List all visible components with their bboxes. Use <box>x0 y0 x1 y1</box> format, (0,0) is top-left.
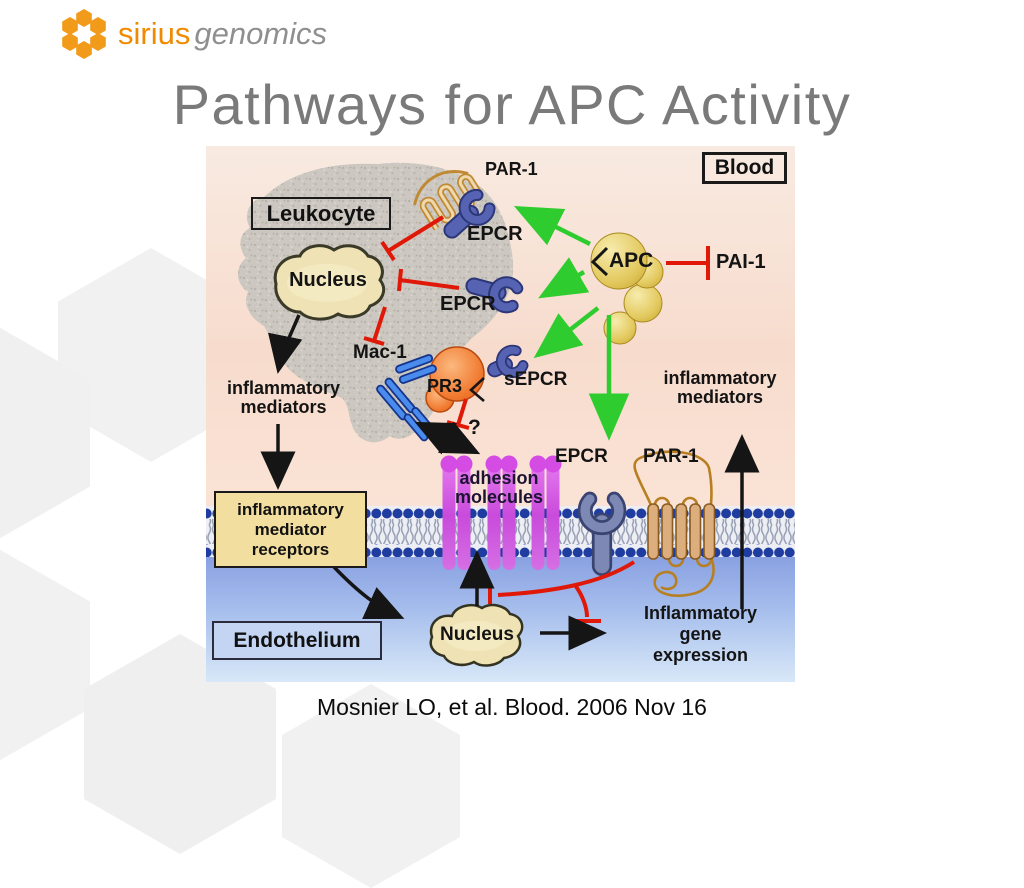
endothelial-nucleus-shape <box>429 603 524 667</box>
pai1-label: PAI-1 <box>716 251 766 273</box>
par1-membrane-label: PAR-1 <box>643 446 699 467</box>
epcr-receptor-icon-top <box>443 188 496 239</box>
adhesion-molecules-label: adhesion molecules <box>454 468 544 507</box>
hexagon-cluster-icon <box>62 9 106 59</box>
membrane-par1-icon <box>633 450 716 597</box>
logo-brand-secondary: genomics <box>194 16 328 51</box>
signal-arrows <box>260 314 760 651</box>
apc-molecule-icon <box>590 232 664 345</box>
leukocyte-nucleus-label: Nucleus <box>289 269 367 291</box>
blood-region-label: Blood <box>702 152 787 184</box>
citation-text: Mosnier LO, et al. Blood. 2006 Nov 16 <box>317 694 707 720</box>
epcr-membrane-label: EPCR <box>555 446 608 467</box>
activation-arrows <box>513 205 630 441</box>
logo-brand-primary: sirius <box>118 16 191 51</box>
membrane-epcr-icon <box>577 491 627 577</box>
apc-pathway-diagram <box>206 146 795 682</box>
pr3-label: PR3 <box>427 376 463 396</box>
endothelium-region-label: Endothelium <box>212 621 382 660</box>
adhesion-molecules-icon <box>440 455 562 570</box>
inflammatory-mediators-left-label: inflammatory mediators <box>226 378 341 417</box>
inflammatory-mediators-right-label: inflammatory mediators <box>663 368 777 407</box>
endothelial-nucleus-label: Nucleus <box>440 624 514 645</box>
epcr-receptor-icon-mid <box>465 276 524 314</box>
pr3-protease-icon <box>425 346 485 413</box>
sepcr-label: sEPCR <box>504 369 568 390</box>
mac1-label: Mac-1 <box>353 342 407 363</box>
sepcr-fragment-icon <box>487 344 529 379</box>
par1-top-label: PAR-1 <box>485 159 538 179</box>
inflammatory-mediator-receptors-box: inflammatory mediator receptors <box>214 491 367 568</box>
leukocyte-region-label: Leukocyte <box>251 197 391 230</box>
par1-receptor-icon-top <box>413 170 484 231</box>
epcr-mid-label: EPCR <box>440 293 496 315</box>
question-mark-label: ? <box>468 416 481 439</box>
inflammatory-gene-expression-label: Inflammatory gene expression <box>643 603 758 665</box>
leukocyte-nucleus-shape <box>273 244 386 321</box>
epcr-top-label: EPCR <box>467 223 523 245</box>
apc-label: APC <box>609 249 654 272</box>
page-title: Pathways for APC Activity <box>172 73 852 136</box>
